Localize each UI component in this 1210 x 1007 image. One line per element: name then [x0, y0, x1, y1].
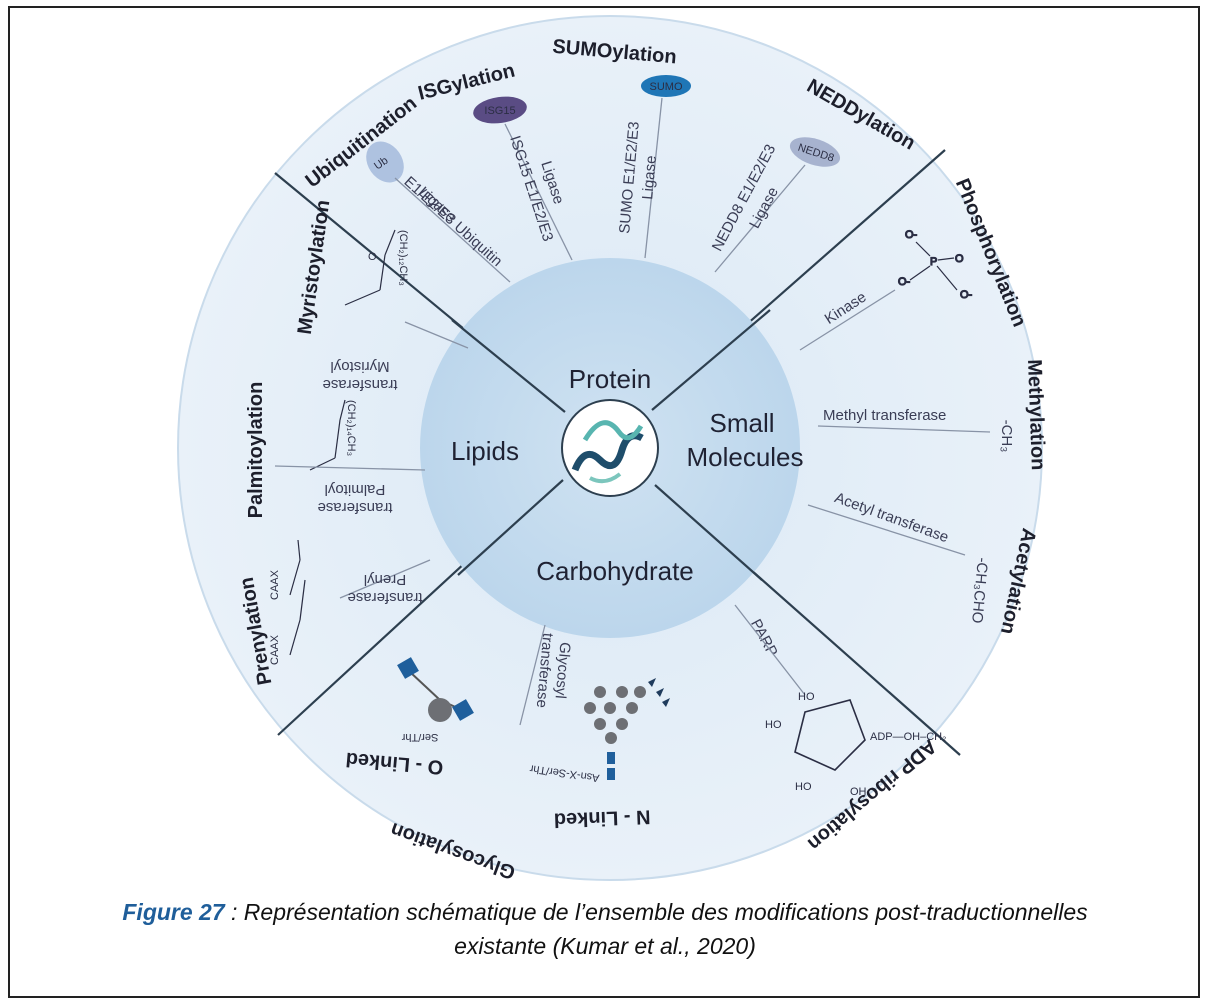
acetyl-group: -CH₃CHO — [968, 557, 991, 624]
methyl-group: -CH₃ — [998, 420, 1015, 453]
svg-text:O-: O- — [960, 289, 973, 301]
svg-text:(CH₂)₁₂CH₃: (CH₂)₁₂CH₃ — [397, 230, 409, 286]
svg-text:SUMO: SUMO — [650, 81, 683, 93]
svg-text:HO: HO — [798, 691, 815, 703]
pal-enzyme-line2: transferase — [317, 499, 392, 516]
svg-text:OH: OH — [850, 786, 867, 798]
core-label-lipids: Lipids — [451, 436, 519, 466]
sumo-enzyme-line2: Ligase — [639, 155, 660, 201]
svg-text:Ser/Thr: Ser/Thr — [401, 731, 438, 743]
svg-text:O: O — [368, 251, 377, 263]
core-label-carbohydrate: Carbohydrate — [536, 556, 694, 586]
sumo-badge — [641, 75, 691, 97]
caption-line1: : Représentation schématique de l’ensemb… — [224, 899, 1088, 925]
ribose-structure-icon: HO HO HO OH ADP—OH–CH₂ — [765, 691, 946, 798]
ub-badge — [366, 141, 404, 183]
myristoyl-structure-icon: (CH₂)₁₂CH₃ O — [344, 229, 409, 306]
pren-enzyme-line2: transferase — [347, 589, 422, 606]
core-label-small-1: Small — [709, 408, 774, 438]
pal-enzyme-line1: Palmitoyl — [325, 481, 386, 498]
svg-text:HO: HO — [795, 781, 812, 793]
core-label-protein: Protein — [569, 364, 651, 394]
svg-text:CAAX: CAAX — [269, 634, 281, 665]
svg-text:(CH₂)₁₄CH₃: (CH₂)₁₄CH₃ — [345, 400, 357, 456]
nedd8-badge — [789, 137, 841, 167]
figure-label: Figure 27 — [122, 899, 225, 925]
isg15-badge — [473, 96, 527, 124]
palmitoyl-structure-icon: (CH₂)₁₄CH₃ — [309, 399, 357, 471]
svg-text:O: O — [955, 253, 964, 265]
svg-text:CAAX: CAAX — [269, 569, 281, 600]
svg-text:ADP—OH–CH₂: ADP—OH–CH₂ — [870, 731, 946, 743]
phosphate-group-icon: O- P O O- O- — [897, 228, 973, 301]
methyl-enzyme-label: Methyl transferase — [823, 407, 946, 424]
prenyl-structure-icon: CAAX CAAX — [269, 539, 306, 665]
label-methylation: Methylation — [1023, 359, 1049, 471]
figure-caption: Figure 27 : Représentation schématique d… — [60, 895, 1150, 963]
pren-enzyme-line1: Prenyl — [364, 571, 407, 588]
myr-enzyme-line1: Myristoyl — [330, 358, 389, 375]
o-linked-glycan-icon: Ser/Thr — [397, 657, 474, 743]
myr-enzyme-line2: transferase — [322, 376, 397, 393]
core-label-small-2: Molecules — [686, 442, 803, 472]
svg-text:P: P — [930, 256, 937, 268]
svg-text:HO: HO — [765, 719, 782, 731]
label-n-linked: N - Linked — [554, 805, 651, 830]
svg-text:O-: O- — [905, 229, 918, 241]
svg-text:O-: O- — [898, 276, 911, 288]
glyco-enzyme-line1: Glycosyl — [552, 641, 574, 699]
label-palmitoylation: Palmitoylation — [245, 382, 267, 519]
svg-text:ISG15: ISG15 — [484, 105, 515, 117]
protein-structure-icon — [561, 399, 659, 497]
caption-line2: existante (Kumar et al., 2020) — [454, 933, 756, 959]
